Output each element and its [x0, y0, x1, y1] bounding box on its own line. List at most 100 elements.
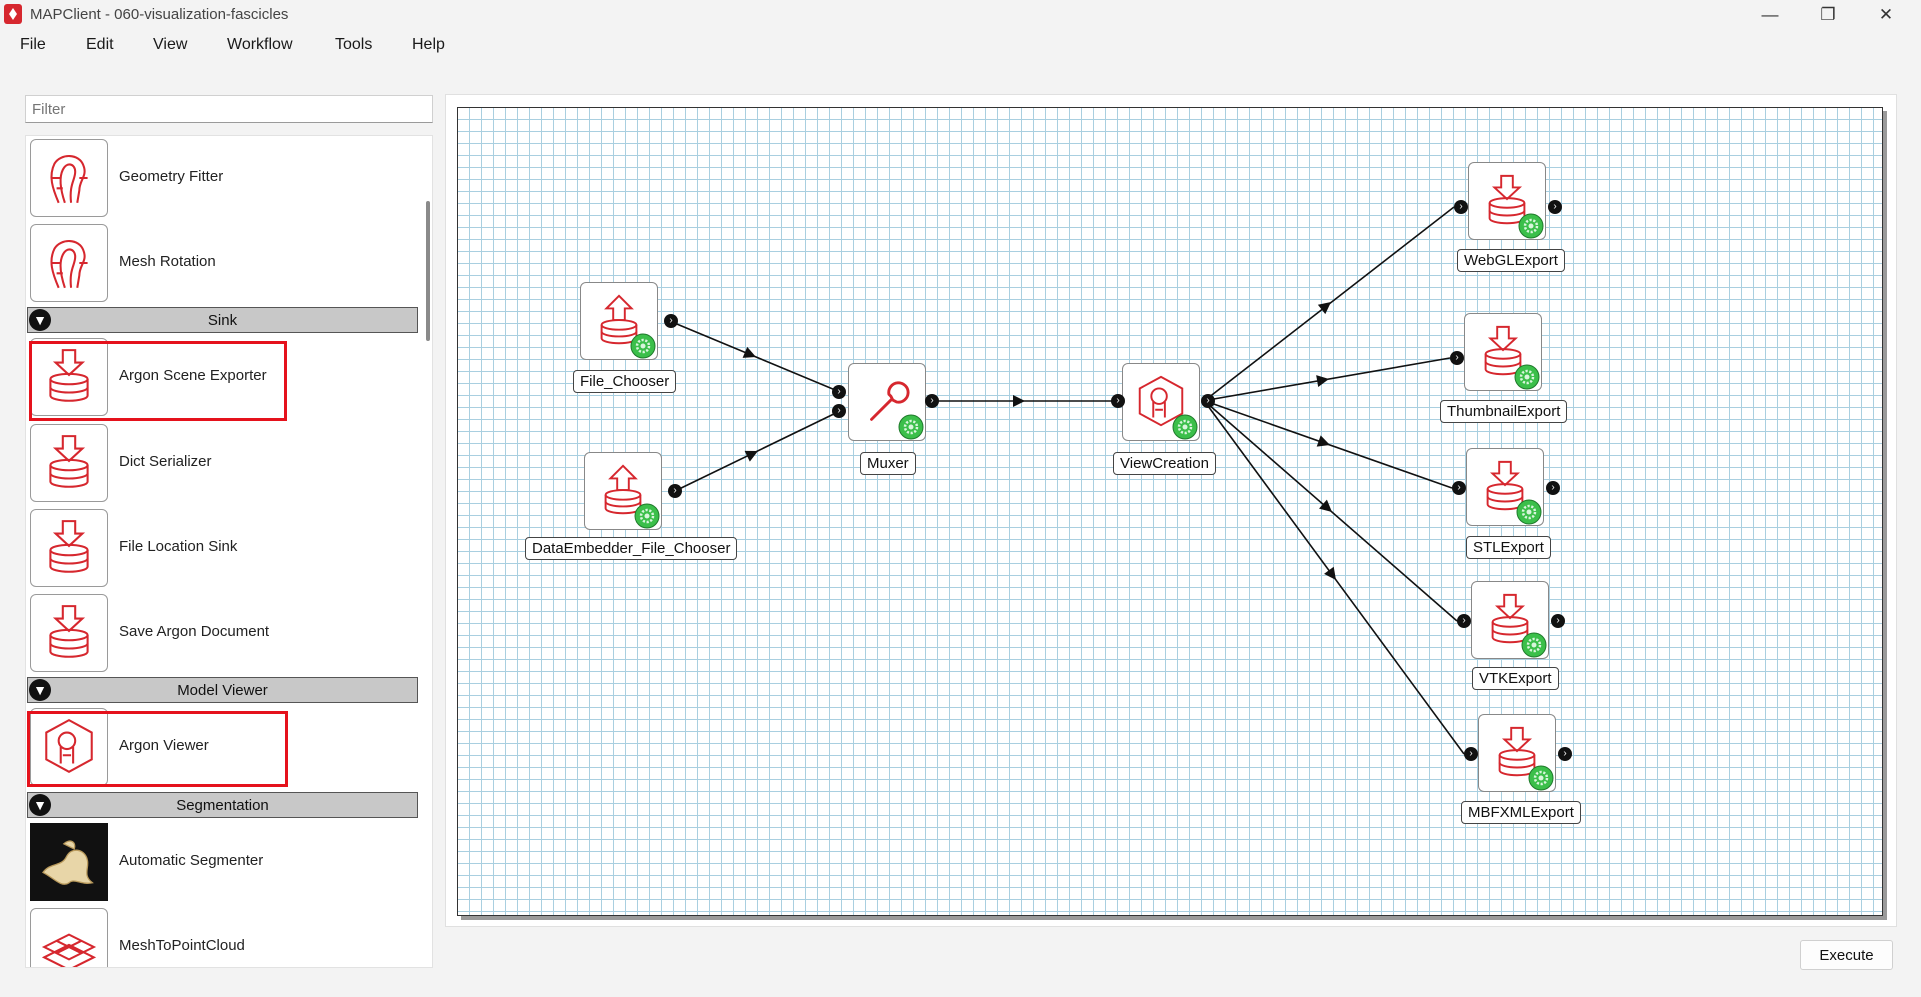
output-port-icon[interactable]: › — [1551, 614, 1565, 628]
connection-arrow — [1324, 566, 1336, 580]
output-port-icon[interactable]: › — [925, 394, 939, 408]
step-argon-viewer[interactable]: Argon Viewer — [29, 707, 429, 787]
gear-status-icon[interactable] — [1514, 364, 1540, 390]
maximize-button[interactable]: ❐ — [1820, 5, 1836, 24]
gear-status-icon[interactable] — [634, 503, 660, 529]
output-port-icon[interactable]: › — [1548, 200, 1562, 214]
menu-file[interactable]: File — [20, 36, 46, 53]
node-label: File_Chooser — [573, 370, 677, 393]
node-label: STLExport — [1466, 536, 1551, 559]
mesh-rotation-icon — [30, 224, 108, 302]
step-file-location-sink[interactable]: File Location Sink — [29, 508, 429, 588]
step-list: Geometry Fitter Mesh Rotation ▼ Sink Arg… — [25, 135, 433, 968]
step-label: Mesh Rotation — [119, 253, 216, 270]
point-cloud-icon — [30, 908, 108, 967]
gear-status-icon[interactable] — [630, 333, 656, 359]
execute-button[interactable]: Execute — [1800, 940, 1893, 970]
collapse-arrow-icon[interactable]: ▼ — [29, 794, 51, 816]
step-label: Argon Viewer — [119, 737, 209, 754]
automatic-segmenter-icon — [30, 823, 108, 901]
mapclient-logo-icon — [4, 4, 22, 24]
gear-status-icon[interactable] — [1521, 632, 1547, 658]
output-port-icon[interactable]: › — [1201, 394, 1215, 408]
node-label: MBFXMLExport — [1461, 801, 1581, 824]
output-port-icon[interactable]: › — [664, 314, 678, 328]
connection-arrow — [744, 450, 758, 462]
download-database-icon — [30, 424, 108, 502]
highlight-box — [29, 341, 287, 421]
node-label: Muxer — [860, 452, 916, 475]
category-model-viewer[interactable]: ▼ Model Viewer — [27, 677, 418, 703]
step-label: File Location Sink — [119, 538, 238, 555]
node-label: ThumbnailExport — [1440, 400, 1568, 423]
input-port-icon[interactable]: › — [1464, 747, 1478, 761]
step-argon-scene-exporter[interactable]: Argon Scene Exporter — [29, 337, 429, 417]
window-title: MAPClient - 060-visualization-fascicles — [30, 6, 289, 23]
connection-arrow — [742, 346, 756, 358]
category-label: Sink — [207, 312, 238, 329]
input-port-icon[interactable]: › — [832, 404, 846, 418]
connection-line — [1207, 206, 1455, 399]
step-mesh-rotation[interactable]: Mesh Rotation — [29, 223, 429, 303]
download-database-icon — [30, 338, 108, 416]
scrollbar[interactable] — [426, 201, 430, 341]
step-geometry-fitter[interactable]: Geometry Fitter — [29, 138, 429, 218]
input-port-icon[interactable]: › — [1111, 394, 1125, 408]
filter-input[interactable] — [26, 96, 432, 122]
output-port-icon[interactable]: › — [1558, 747, 1572, 761]
gear-status-icon[interactable] — [898, 414, 924, 440]
output-port-icon[interactable]: › — [668, 484, 682, 498]
step-save-argon-document[interactable]: Save Argon Document — [29, 593, 429, 673]
category-segmentation[interactable]: ▼ Segmentation — [27, 792, 418, 818]
connection-arrow — [1317, 302, 1331, 315]
model-viewer-icon — [30, 708, 108, 786]
node-label: WebGLExport — [1457, 249, 1565, 272]
connection-layer — [671, 206, 1465, 755]
minimize-button[interactable]: — — [1761, 5, 1779, 24]
step-label: Dict Serializer — [119, 453, 212, 470]
category-sink[interactable]: ▼ Sink — [27, 307, 418, 333]
input-port-icon[interactable]: › — [1452, 481, 1466, 495]
step-label: Argon Scene Exporter — [119, 367, 267, 384]
step-label: Geometry Fitter — [119, 168, 224, 185]
menu-edit[interactable]: Edit — [86, 36, 114, 53]
menu-tools[interactable]: Tools — [335, 36, 373, 53]
gear-status-icon[interactable] — [1516, 499, 1542, 525]
step-label: Save Argon Document — [119, 623, 270, 640]
geometry-fitter-icon — [30, 139, 108, 217]
workflow-canvas[interactable]: › File_Chooser › DataEmbedder_File_Choos… — [457, 107, 1883, 916]
node-label: DataEmbedder_File_Chooser — [525, 537, 738, 560]
connection-arrow — [1316, 435, 1330, 447]
node-label: VTKExport — [1472, 667, 1559, 690]
highlight-box — [27, 711, 288, 787]
connection-arrow — [1013, 395, 1025, 407]
gear-status-icon[interactable] — [1172, 414, 1198, 440]
title-bar: MAPClient - 060-visualization-fascicles … — [0, 0, 1921, 30]
step-label: MeshToPointCloud — [119, 937, 245, 954]
collapse-arrow-icon[interactable]: ▼ — [29, 309, 51, 331]
category-label: Model Viewer — [177, 682, 268, 699]
input-port-icon[interactable]: › — [832, 385, 846, 399]
connection-arrow — [1316, 375, 1329, 387]
collapse-arrow-icon[interactable]: ▼ — [29, 679, 51, 701]
menu-workflow[interactable]: Workflow — [227, 36, 293, 53]
menu-help[interactable]: Help — [412, 36, 445, 53]
menu-view[interactable]: View — [153, 36, 188, 53]
filter-box — [25, 95, 433, 123]
close-button[interactable]: ✕ — [1878, 5, 1894, 24]
step-mesh-to-point-cloud[interactable]: MeshToPointCloud — [29, 907, 429, 967]
step-automatic-segmenter[interactable]: Automatic Segmenter — [29, 822, 429, 902]
input-port-icon[interactable]: › — [1454, 200, 1468, 214]
input-port-icon[interactable]: › — [1450, 351, 1464, 365]
connection-line — [1207, 405, 1465, 755]
gear-status-icon[interactable] — [1528, 765, 1554, 791]
download-database-icon — [30, 594, 108, 672]
download-database-icon — [30, 509, 108, 587]
input-port-icon[interactable]: › — [1457, 614, 1471, 628]
output-port-icon[interactable]: › — [1546, 481, 1560, 495]
step-label: Automatic Segmenter — [119, 852, 264, 869]
category-label: Segmentation — [176, 797, 269, 814]
node-label: ViewCreation — [1113, 452, 1216, 475]
step-dict-serializer[interactable]: Dict Serializer — [29, 423, 429, 503]
gear-status-icon[interactable] — [1518, 213, 1544, 239]
